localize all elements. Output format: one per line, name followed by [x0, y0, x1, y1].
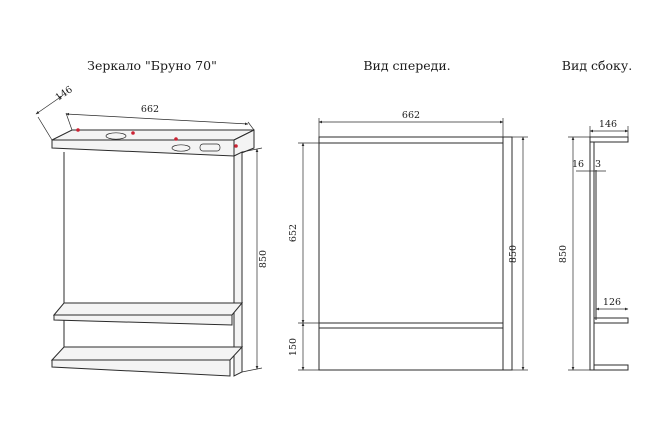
side-top-shelf [589, 136, 629, 143]
iso-bottom-shelf-front [51, 359, 231, 377]
side-bottom-shelf [593, 364, 629, 371]
iso-dim-ext-left [37, 116, 53, 141]
iso-side-panel [233, 151, 243, 377]
side-dim-depth-label: 146 [599, 119, 617, 130]
iso-dim-width-label: 662 [141, 104, 159, 115]
iso-dim-ext [65, 112, 73, 131]
side-dim-shelf-label: 126 [603, 297, 621, 308]
iso-middle-shelf-top [52, 302, 244, 316]
iso-middle-shelf-front [53, 314, 233, 326]
title-side-view: Вид сбоку. [562, 58, 632, 73]
side-shelf [593, 317, 629, 324]
iso-marker [131, 131, 135, 135]
front-top-shelf [318, 136, 504, 144]
iso-dim-height-label: 850 [258, 250, 269, 268]
front-dim-width-label: 662 [402, 110, 420, 121]
iso-bottom-shelf-top [50, 346, 244, 361]
iso-marker [174, 137, 178, 141]
front-mirror [318, 142, 504, 324]
iso-dim-ext [247, 121, 255, 131]
iso-dim-depth-label: 146 [54, 84, 75, 103]
iso-marker [76, 128, 80, 132]
side-panel [589, 141, 595, 371]
iso-marker [234, 144, 238, 148]
side-dim-thickness-label: 3 [595, 159, 601, 170]
front-dim-shelf-label: 150 [288, 338, 299, 356]
iso-top-shelf-side [233, 129, 255, 157]
iso-hole-left [105, 132, 127, 140]
iso-dim-width-line [65, 112, 249, 126]
front-lower-section [318, 327, 504, 371]
side-dim-height-label: 850 [558, 245, 569, 263]
iso-hole-right [171, 144, 191, 152]
title-main: Зеркало "Бруно 70" [87, 58, 217, 73]
side-view: 146 16 3 850 126 [558, 119, 629, 371]
iso-top-shelf-front [51, 139, 235, 157]
front-dim-mirror-label: 652 [288, 224, 299, 242]
front-dim-height-label: 850 [508, 245, 519, 263]
iso-dim-depth-line [35, 95, 63, 115]
front-shelf [318, 322, 504, 329]
iso-top-shelf-top [51, 129, 255, 141]
title-front-view: Вид спереди. [363, 58, 450, 73]
side-dim-offset-label: 16 [572, 159, 584, 170]
front-side-panel [502, 136, 513, 371]
iso-dim-ext [241, 147, 263, 153]
isometric-view: 146 662 850 [35, 84, 269, 377]
iso-dim-ext [241, 367, 263, 373]
iso-socket [199, 143, 221, 152]
front-view: 662 652 150 850 [288, 110, 528, 371]
